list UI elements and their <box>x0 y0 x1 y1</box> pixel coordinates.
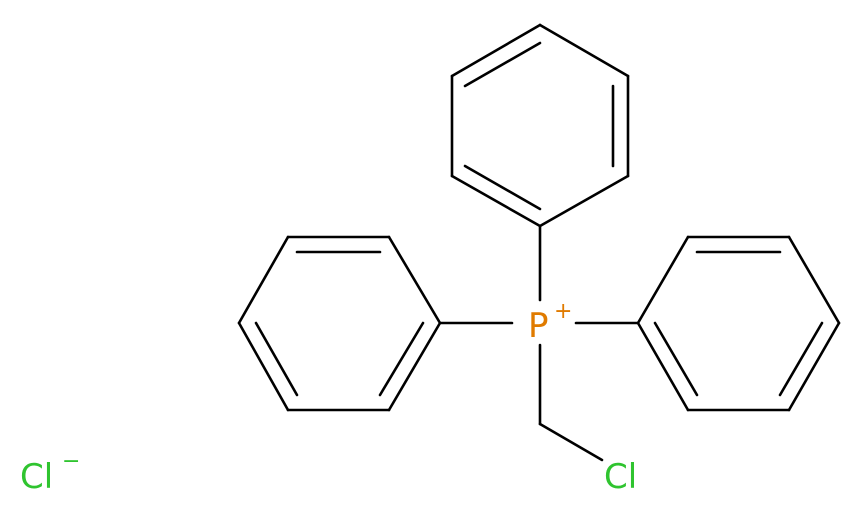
chloromethyl-chlorine-label: Cl <box>604 457 637 497</box>
phenyl-ring-right <box>636 235 841 412</box>
phosphorus-bonds <box>438 224 640 462</box>
chloride-charge: − <box>62 449 80 474</box>
phenyl-ring-left <box>237 235 442 412</box>
phosphorus-charge: + <box>554 299 572 324</box>
bond-ch2-cl <box>538 422 604 462</box>
phenyl-ring-top <box>450 23 630 228</box>
phosphorus-atom-label: P <box>528 306 549 346</box>
chloride-ion-label: Cl <box>20 457 53 497</box>
